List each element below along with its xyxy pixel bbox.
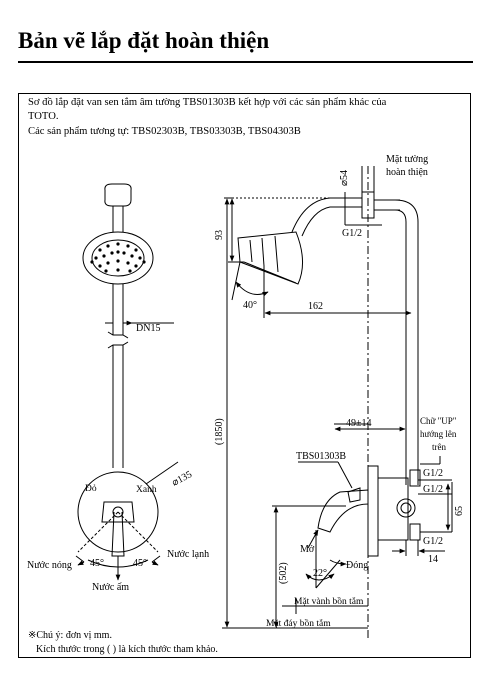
handle-angle-label: 22° (313, 568, 327, 579)
cold-water-label: Nước lạnh (167, 549, 209, 560)
handle-side (317, 489, 369, 533)
dim-65-label: 65 (454, 506, 465, 516)
tub-floor-label: Mặt đáy bồn tắm (266, 618, 331, 629)
front-view (75, 183, 179, 581)
dim-49-label: 49±14 (346, 418, 372, 429)
valve-outlet (396, 498, 416, 518)
hot-indicator-label: Đỏ (85, 484, 97, 494)
shower-head-side (237, 231, 303, 285)
warm-water-label: Nước ấm (92, 582, 129, 593)
pipe-size-label: DN15 (136, 323, 160, 334)
diagram-frame (18, 93, 471, 658)
note-reference: Kích thước trong ( ) là kích thước tham … (36, 644, 218, 655)
riser-inner (374, 209, 407, 485)
dim-14-label: 14 (428, 554, 438, 565)
arm-diameter-label: ⌀54 (339, 170, 350, 186)
head-angle-label: 40° (243, 300, 257, 311)
shower-head-front (82, 231, 154, 285)
dim-1850-label: (1850) (214, 418, 225, 445)
valve-diameter-label: ⌀135 (170, 469, 194, 489)
open-label: Mở (300, 544, 315, 555)
up-note-2: hướng lên (420, 429, 457, 439)
up-note-3: trên (432, 442, 446, 452)
page-title: Bản vẽ lắp đặt hoàn thiện (18, 28, 270, 53)
arm-thread-label: G1/2 (342, 228, 362, 239)
description-line-1: Sơ đồ lắp đặt van sen tắm âm tường TBS01… (28, 97, 387, 108)
angle-right-label: 45° (133, 558, 147, 569)
wall-label-2: hoàn thiện (386, 167, 428, 178)
valve-wall-plate (367, 465, 379, 557)
thread-label-2: G1/2 (423, 484, 443, 495)
note-unit: ※Chú ý: đơn vị mm. (28, 630, 112, 641)
dim-162-label: 162 (308, 301, 323, 312)
shower-arm-top (291, 197, 362, 233)
up-note-1: Chữ "UP" (420, 416, 457, 426)
model-label: TBS01303B (296, 451, 346, 462)
thread-label-3: G1/2 (423, 536, 443, 547)
title-rule (18, 61, 473, 63)
dim-502-label: (502) (278, 562, 289, 584)
hot-water-label: Nước nóng (27, 560, 72, 571)
shower-nozzles (90, 242, 146, 273)
arm-flange-front (104, 183, 132, 207)
valve-plate-front (77, 471, 159, 553)
dim-93-label: 93 (214, 230, 225, 240)
shower-arm-bottom (301, 206, 362, 237)
wall-label-1: Mặt tường (386, 154, 428, 165)
side-view (222, 166, 453, 640)
riser-outer (374, 199, 419, 485)
valve-body (101, 501, 135, 523)
handle-front (111, 511, 125, 557)
close-label: Đóng (346, 560, 368, 571)
angle-left-label: 45° (90, 558, 104, 569)
tub-rim-label: Mặt vành bồn tắm (294, 596, 364, 607)
thread-label-1: G1/2 (423, 468, 443, 479)
similar-products: Các sản phẩm tương tự: TBS02303B, TBS033… (28, 126, 301, 137)
description-line-2: TOTO. (28, 111, 59, 122)
valve-box (377, 477, 409, 541)
cold-indicator-label: Xanh (136, 485, 157, 495)
